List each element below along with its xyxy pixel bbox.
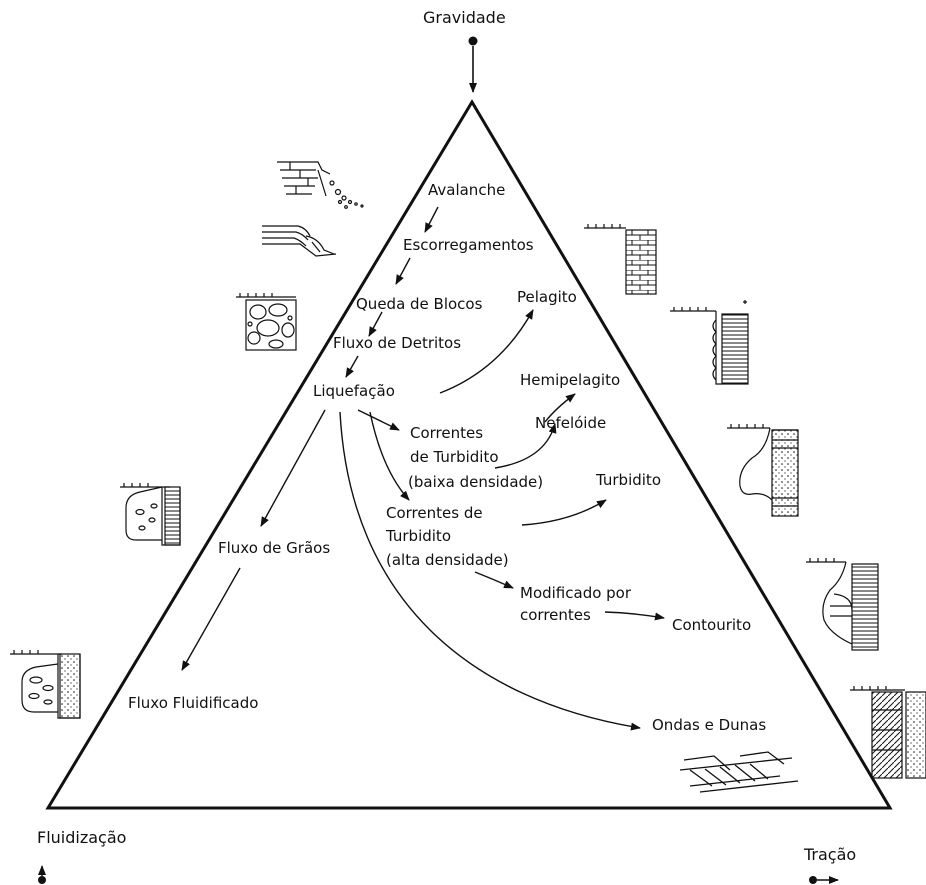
fluxo-graos-sketch-icon [120, 483, 181, 546]
arrow-liquefacao-fluxo-graos [260, 409, 326, 527]
process-label-fluxo-fluidificado: Fluxo Fluidificado [128, 694, 259, 712]
arrow-correntes-nefeloide [494, 423, 557, 469]
dunes-sketch-icon [679, 751, 799, 793]
process-label-correntes-alta-3: (alta densidade) [386, 551, 509, 569]
deposit-label-contourito: Contourito [672, 616, 752, 634]
process-label-correntes-alta-1: Correntes de [386, 504, 483, 522]
process-label-fluxo-detritos: Fluxo de Detritos [333, 334, 462, 352]
process-label-modificado-2: correntes [520, 606, 591, 624]
fluxo-fluidificado-sketch-icon [10, 650, 81, 719]
deposit-label-nefeloide: Nefelóide [535, 414, 607, 432]
arrow-liquefacao-pelagito [439, 309, 534, 394]
escorregamentos-sketch-icon [262, 225, 337, 257]
turbidito-column-icon [727, 424, 799, 517]
process-label-correntes-alta-2: Turbidito [386, 527, 451, 545]
ondas-dunas-column-icon [850, 686, 926, 779]
process-label-avalanche: Avalanche [428, 181, 506, 199]
arrow-correntes-modificado [474, 571, 514, 589]
process-label-correntes-baixa-2: de Turbidito [410, 448, 499, 466]
arrow-liquefacao-correntes-alta [369, 411, 410, 501]
process-label-fluxo-graos: Fluxo de Grãos [218, 539, 331, 557]
avalanche-sketch-icon [277, 161, 364, 209]
corner-label-fluidization: Fluidização [37, 828, 127, 847]
process-label-escorregamentos: Escorregamentos [403, 236, 534, 254]
process-label-correntes-baixa-3: (baixa densidade) [408, 473, 544, 491]
arrow-nefeloide-hemipelagito [544, 393, 576, 423]
arrow-fluxo-graos-fluidificado [181, 567, 241, 671]
queda-blocos-sketch-icon [236, 293, 297, 351]
arrow-liquefacao-ondas-dunas [339, 411, 641, 731]
gravity-pointer-icon [468, 36, 478, 93]
traction-pointer-icon [809, 876, 839, 884]
arrow-avalanche-escorregamentos [424, 206, 439, 233]
process-label-modificado-1: Modificado por [520, 584, 632, 602]
pelagito-column-icon [584, 224, 657, 295]
hemipelagito-column-icon [670, 300, 749, 385]
process-label-correntes-baixa-1: Correntes [410, 424, 484, 442]
ternary-triangle [45, 99, 893, 810]
deposit-label-hemipelagito: Hemipelagito [520, 371, 621, 389]
arrow-correntes-turbidito [521, 499, 607, 526]
arrow-modificado-contourito [604, 611, 665, 621]
deposit-label-pelagito: Pelagito [517, 288, 577, 306]
arrow-liquefacao-correntes-baixa [357, 409, 400, 431]
contourito-column-icon [806, 558, 879, 651]
fluidization-pointer-icon [38, 865, 46, 884]
process-label-queda-blocos: Queda de Blocos [356, 295, 483, 313]
deposit-label-turbidito: Turbidito [596, 471, 661, 489]
process-arrows [181, 206, 665, 731]
arrow-escorregamentos-queda [395, 257, 411, 285]
process-label-liquefacao: Liquefação [313, 382, 395, 400]
corner-label-gravity: Gravidade [423, 8, 506, 27]
arrow-fluxo-liquefacao [345, 355, 359, 378]
deposit-label-ondas-dunas: Ondas e Dunas [652, 716, 767, 734]
corner-label-traction: Tração [804, 845, 857, 864]
arrow-queda-fluxo [368, 311, 383, 337]
